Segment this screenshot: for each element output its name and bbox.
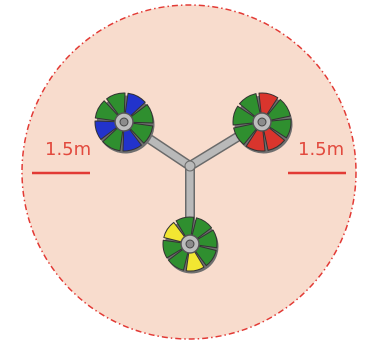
motor-shaft [119,117,129,127]
frame-hub [184,160,196,172]
motor-shaft [257,117,267,127]
dimension-label-right: 1.5m [298,139,345,160]
rotor-top-right [232,92,293,154]
rotor-bottom [162,216,219,274]
rotor-layer [94,92,293,274]
motor-shaft [185,239,195,249]
rotor-top-left [94,92,155,154]
dimension-label-left: 1.5m [45,139,92,160]
